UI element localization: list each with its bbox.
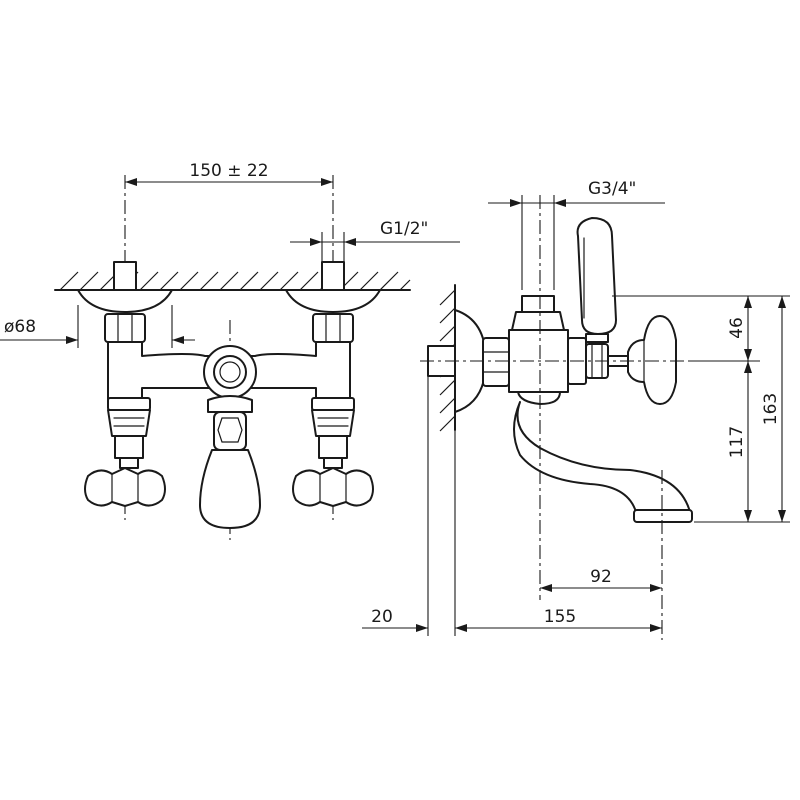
dim-inlet-thread-label: G1/2" <box>380 219 428 239</box>
left-rosette <box>77 289 173 313</box>
side-spout <box>513 391 693 523</box>
dim-wall-offset-label: 20 <box>371 607 393 627</box>
dim-inlet-thread: G1/2" <box>290 219 460 262</box>
dim-spout-height: 117 <box>727 361 752 522</box>
left-cross-handle <box>84 467 166 507</box>
dim-spacing-label: 150 ± 22 <box>189 161 268 181</box>
diverter-outlet <box>203 345 257 399</box>
right-valve <box>311 409 355 469</box>
front-wall <box>54 271 411 291</box>
dim-total-height: 163 <box>761 296 786 522</box>
front-view: 150 ± 22 G1/2" ø68 <box>0 161 460 540</box>
dim-rosette-diameter: ø68 <box>0 305 195 348</box>
dim-spout-offset: 92 <box>540 567 662 592</box>
side-lever-handle <box>576 217 617 343</box>
dim-wall-offset: 20 <box>362 607 467 632</box>
right-nut <box>312 313 354 343</box>
right-rosette <box>285 289 381 313</box>
right-cross-handle <box>292 467 374 507</box>
side-view: G3/4" 46 117 163 <box>362 179 790 640</box>
left-valve <box>107 409 151 469</box>
side-nut <box>482 337 510 387</box>
side-cross-handle <box>627 315 677 405</box>
dim-upper-height-label: 46 <box>727 317 747 339</box>
dim-spout-height-label: 117 <box>727 426 747 458</box>
dim-outlet-thread: G3/4" <box>488 179 665 290</box>
dim-spout-offset-label: 92 <box>590 567 612 587</box>
left-inlet-stub <box>113 261 137 291</box>
dim-spout-projection: 155 <box>455 607 662 632</box>
dim-spout-projection-label: 155 <box>544 607 576 627</box>
dim-spacing: 150 ± 22 <box>125 161 333 186</box>
right-inlet-stub <box>321 261 345 291</box>
dim-rosette-diameter-label: ø68 <box>4 317 36 337</box>
dim-outlet-thread-label: G3/4" <box>588 179 636 199</box>
spout-front <box>199 395 261 529</box>
dim-upper-height: 46 <box>727 296 752 361</box>
left-nut <box>104 313 146 343</box>
mixer-body <box>107 341 355 411</box>
dim-total-height-label: 163 <box>761 393 781 425</box>
